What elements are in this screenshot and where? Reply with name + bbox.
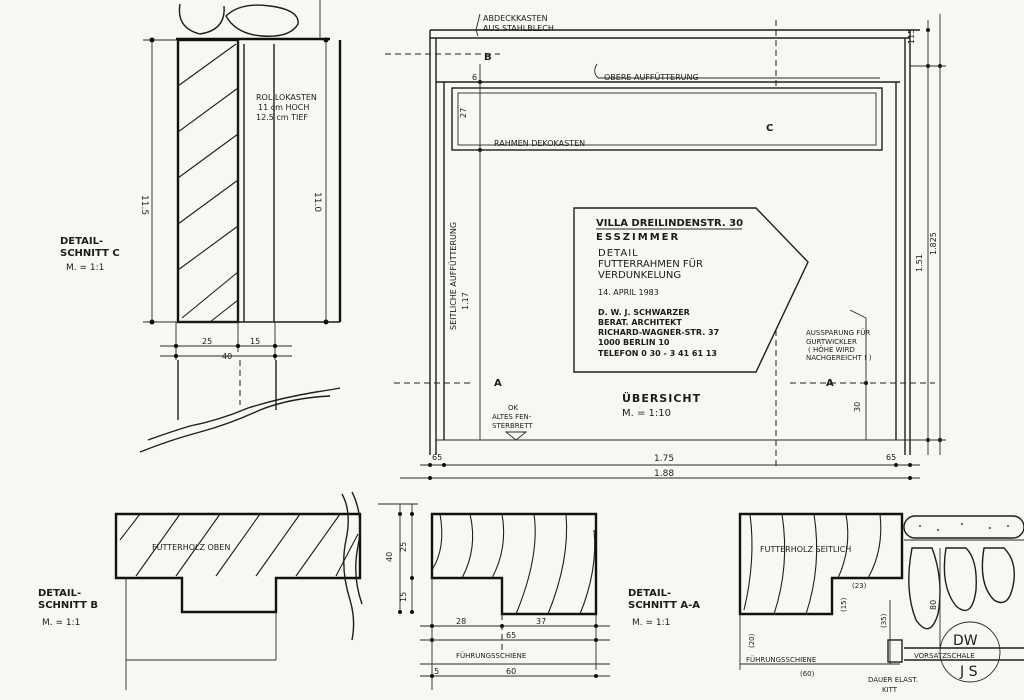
architect-name: D. W. J. SCHWARZER [598,308,690,317]
drawing-date: 14. APRIL 1983 [598,288,659,297]
detail-section-c: ROL LOKASTEN 11 cm HOCH 12.5 cm TIEF 11.… [60,0,342,453]
detail-b-title: DETAIL- [38,588,81,599]
svg-text:ALTES FEN-: ALTES FEN- [492,413,532,421]
svg-text:SCHNITT C: SCHNITT C [60,248,120,259]
svg-text:25: 25 [399,542,408,552]
svg-text:1.51: 1.51 [915,254,924,272]
rahmen-label: RAHMEN DEKOKASTEN [494,139,585,148]
detail-aa-title: DETAIL- [628,588,671,599]
futterholz-seitlich [738,512,904,616]
svg-text:DETAIL: DETAIL [598,248,639,259]
detail-c-title: DETAIL- [60,236,103,247]
svg-text:60: 60 [506,667,516,676]
section-label-a-left: A [494,378,502,389]
svg-text:65: 65 [432,453,442,462]
svg-text:FUTTERRAHMEN FÜR: FUTTERRAHMEN FÜR [598,257,703,270]
svg-text:SCHNITT B: SCHNITT B [38,600,98,611]
fuehrungsschiene-side: FÜHRUNGSSCHIENE [746,655,816,664]
svg-text:( HÖHE WIRD: ( HÖHE WIRD [808,345,855,354]
futterholz-seitlich-label: FUTTERHOLZ SEITLICH [760,545,851,554]
stone-layer [903,515,1024,539]
title-block [573,207,809,373]
vorsatzschale-label: VORSATZSCHALE [914,652,975,660]
frame-decobox [451,87,883,151]
fensterbrett-note: OK [508,404,519,412]
svg-text:27: 27 [459,108,468,118]
svg-text:GURTWICKLER: GURTWICKLER [806,338,857,346]
architect-stamp [939,621,1001,683]
section-label-c: C [766,123,773,134]
svg-text:40: 40 [385,552,394,562]
svg-text:SCHNITT A-A: SCHNITT A-A [628,600,700,611]
detail-section-aa: 28 37 65 FÜHRUNGSSCHIENE 5 60 DETAIL- SC… [420,512,700,690]
svg-text:6: 6 [472,73,477,82]
svg-text:5: 5 [434,667,439,676]
svg-text:1.825: 1.825 [929,232,938,255]
svg-text:(15): (15) [840,597,848,612]
detail-b-scale: M. = 1:1 [42,618,80,628]
svg-text:RICHARD-WAGNER-STR. 37: RICHARD-WAGNER-STR. 37 [598,328,719,337]
rollokasten-label: ROL LOKASTEN [256,93,317,102]
svg-text:NACHGEREICHT ! ): NACHGEREICHT ! ) [806,354,872,362]
svg-text:25: 25 [202,337,212,346]
futterholz-seitlich-aa [430,512,598,616]
svg-text:30: 30 [853,402,862,412]
svg-text:80: 80 [929,600,938,610]
svg-text:STERBRETT: STERBRETT [492,422,533,430]
futterholz-oben-label: FUTTERHOLZ OBEN [152,543,230,552]
insulation-blob [225,4,299,37]
svg-text:65: 65 [886,453,896,462]
dim-11-0: 11.0 [312,192,322,212]
svg-text:(60): (60) [800,670,815,678]
svg-text:115: 115 [907,29,916,44]
svg-text:AUS STAHLBLECH: AUS STAHLBLECH [483,24,554,33]
section-label-a-right: A [826,378,834,389]
insulation-blob [178,3,225,35]
overview-elevation: RAHMEN DEKOKASTEN C OBERE AUFFÜTTERUNG A… [385,13,946,480]
svg-text:15: 15 [399,592,408,602]
svg-text:1.17: 1.17 [461,292,470,310]
svg-text:37: 37 [536,617,546,626]
svg-text:BERAT. ARCHITEKT: BERAT. ARCHITEKT [598,318,682,327]
detail-aa-scale: M. = 1:1 [632,618,670,628]
seitliche-label: SEITLICHE AUFFÜTTERUNG [448,222,458,330]
svg-text:12.5 cm TIEF: 12.5 cm TIEF [256,113,308,122]
break-line [147,387,341,441]
detail-c-scale: M. = 1:1 [66,263,104,273]
project-name: VILLA DREILINDENSTR. 30 [596,218,743,229]
svg-text:TELEFON 0 30 - 3 41 61 13: TELEFON 0 30 - 3 41 61 13 [598,349,717,358]
obere-label: OBERE AUFFÜTTERUNG [604,72,699,82]
aussparung-note: AUSSPARUNG FÜR [806,328,870,337]
svg-text:15: 15 [250,337,260,346]
svg-text:65: 65 [506,631,516,640]
svg-text:VERDUNKELUNG: VERDUNKELUNG [598,270,681,281]
svg-text:40: 40 [222,352,232,361]
detail-section-b: FUTTERHOLZ OBEN 40 25 15 DETAIL- SCHNITT… [38,491,418,690]
svg-text:28: 28 [456,617,466,626]
fuehrungsschiene-aa: FÜHRUNGSSCHIENE [456,651,526,660]
svg-text:1.88: 1.88 [654,469,674,479]
overview-scale: M. = 1:10 [622,408,671,419]
section-label-b: B [484,52,492,63]
kitt-joint [887,639,903,663]
svg-text:(20): (20) [748,633,756,648]
svg-text:(35): (35) [880,613,888,628]
svg-text:1.75: 1.75 [654,454,674,464]
detail-section-side: FUTTERHOLZ SEITLICH (23) (15) (35) (20) … [738,512,1024,694]
svg-text:KITT: KITT [882,686,898,694]
room-name: ESSZIMMER [596,232,680,243]
svg-text:(23): (23) [852,582,867,590]
insulation-blob [908,547,941,630]
kitt-note: DAUER ELAST. [868,676,918,684]
overview-title: ÜBERSICHT [622,391,701,405]
svg-text:11 cm HOCH: 11 cm HOCH [258,103,309,112]
svg-text:1000 BERLIN 10: 1000 BERLIN 10 [598,338,670,347]
futterholz-oben [114,512,362,614]
dim-11-5: 11.5 [139,195,149,215]
stamp-letters-bottom: J S [959,664,978,680]
abdeckkasten-label: ABDECKKASTEN [483,14,548,23]
stamp-letters-top: DW [953,633,978,649]
